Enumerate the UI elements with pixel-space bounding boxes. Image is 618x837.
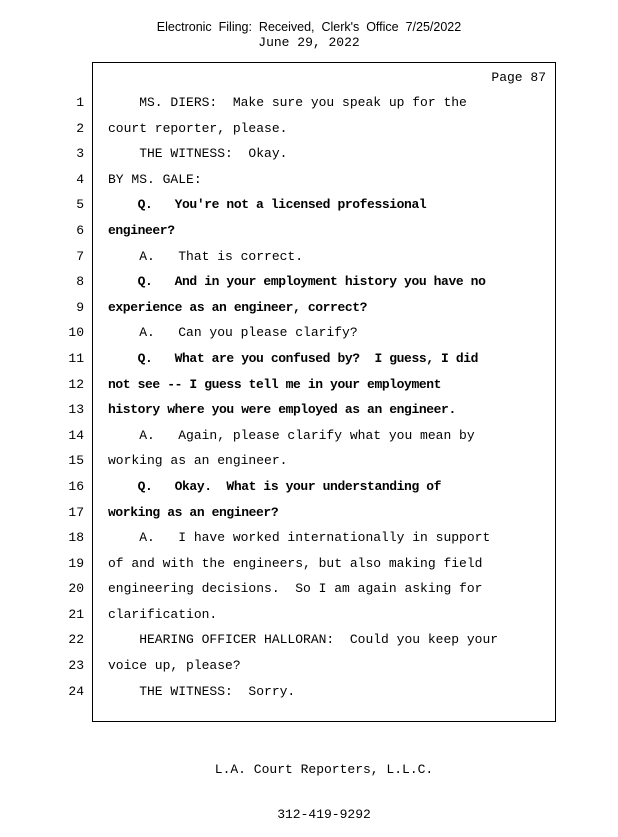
transcript-line: 17 working as an engineer?	[0, 500, 556, 526]
line-number: 12	[68, 376, 84, 392]
transcript-line: 15 working as an engineer.	[0, 448, 556, 474]
line-number: 4	[76, 171, 84, 187]
reporter-phone-number: 312-419-9292	[277, 807, 371, 822]
line-text: clarification.	[108, 606, 218, 622]
line-text: A. Again, please clarify what you mean b…	[108, 427, 475, 443]
hearing-date-text: June 29, 2022	[258, 35, 360, 50]
transcript-line: 11 Q. What are you confused by? I guess,…	[0, 346, 556, 372]
efiling-stamp-text: Electronic Filing: Received, Clerk's Off…	[156, 20, 462, 34]
transcript-line: 9 experience as an engineer, correct?	[0, 295, 556, 321]
line-number: 10	[68, 325, 84, 341]
line-text: working as an engineer.	[108, 453, 288, 469]
transcript-line: 5 Q. You're not a licensed professional	[0, 192, 556, 218]
efiling-header: Electronic Filing: Received, Clerk's Off…	[0, 20, 618, 50]
line-text: THE WITNESS: Okay.	[108, 146, 288, 162]
transcript-line: 16 Q. Okay. What is your understanding o…	[0, 474, 556, 500]
line-number: 9	[76, 299, 84, 315]
line-text: A. I have worked internationally in supp…	[108, 530, 491, 546]
line-text: A. Can you please clarify?	[108, 325, 358, 341]
line-number: 21	[68, 606, 84, 622]
transcript-line: 6 engineer?	[0, 218, 556, 244]
transcript-line: 20 engineering decisions. So I am again a…	[0, 576, 556, 602]
line-number: 6	[76, 222, 84, 238]
transcript-line: 19 of and with the engineers, but also ma…	[0, 551, 556, 577]
transcript-line: 12 not see -- I guess tell me in your emp…	[0, 372, 556, 398]
line-number: 24	[68, 683, 84, 699]
line-text: THE WITNESS: Sorry.	[108, 683, 296, 699]
transcript-line: 18 A. I have worked internationally in s…	[0, 525, 556, 551]
transcript-line: 21 clarification.	[0, 602, 556, 628]
transcript-line: 3 THE WITNESS: Okay.	[0, 141, 556, 167]
line-text: engineering decisions. So I am again ask…	[108, 581, 483, 597]
line-number: 18	[68, 530, 84, 546]
transcript-line: 7 A. That is correct.	[0, 244, 556, 270]
line-text: MS. DIERS: Make sure you speak up for th…	[108, 95, 467, 110]
line-number: 19	[68, 555, 84, 571]
transcript-line: 10 A. Can you please clarify?	[0, 320, 556, 346]
line-number: 23	[68, 658, 84, 674]
transcript-lines: 1 MS. DIERS: Make sure you speak up for …	[0, 90, 556, 704]
reporter-footer: L.A. Court Reporters, L.L.C. 312-419-929…	[92, 732, 556, 837]
line-number: 13	[68, 402, 84, 418]
line-text: voice up, please?	[108, 658, 241, 674]
line-number: 5	[76, 197, 84, 213]
line-text: court reporter, please.	[108, 120, 288, 136]
transcript-line: 2 court reporter, please.	[0, 116, 556, 142]
line-text: Q. You're not a licensed professional	[108, 197, 427, 213]
line-number: 1	[76, 95, 84, 110]
line-text: history where you were employed as an en…	[108, 402, 456, 418]
transcript-line: 22 HEARING OFFICER HALLORAN: Could you k…	[0, 627, 556, 653]
reporter-company-name: L.A. Court Reporters, L.L.C.	[214, 762, 434, 777]
line-text: not see -- I guess tell me in your emplo…	[108, 376, 442, 392]
line-text: experience as an engineer, correct?	[108, 299, 368, 315]
line-number: 20	[68, 581, 84, 597]
line-number: 14	[68, 427, 84, 443]
line-number: 8	[76, 274, 84, 290]
line-number: 2	[76, 120, 84, 136]
line-number: 22	[68, 632, 84, 648]
transcript-line: 24 THE WITNESS: Sorry.	[0, 679, 556, 705]
line-number: 7	[76, 248, 84, 264]
page-number-label: Page 87	[491, 70, 546, 85]
line-text: engineer?	[108, 222, 175, 238]
line-text: Q. What are you confused by? I guess, I …	[108, 350, 479, 366]
line-text: Q. Okay. What is your understanding of	[108, 478, 442, 494]
line-number: 16	[68, 478, 84, 494]
transcript-line: 1 MS. DIERS: Make sure you speak up for …	[0, 90, 556, 116]
line-text: HEARING OFFICER HALLORAN: Could you keep…	[108, 632, 499, 648]
line-text: Q. And in your employment history you ha…	[108, 274, 486, 290]
transcript-line: 8 Q. And in your employment history you …	[0, 269, 556, 295]
transcript-line: 4 BY MS. GALE:	[0, 167, 556, 193]
line-number: 3	[76, 146, 84, 162]
line-number: 17	[68, 504, 84, 520]
transcript-line: 23 voice up, please?	[0, 653, 556, 679]
line-text: of and with the engineers, but also maki…	[108, 555, 483, 571]
line-text: BY MS. GALE:	[108, 171, 202, 187]
line-text: A. That is correct.	[108, 248, 304, 264]
line-text: working as an engineer?	[108, 504, 279, 520]
transcript-page-border	[92, 62, 556, 722]
transcript-line: 14 A. Again, please clarify what you mea…	[0, 423, 556, 449]
transcript-line: 13 history where you were employed as an …	[0, 397, 556, 423]
line-number: 15	[68, 453, 84, 469]
line-number: 11	[68, 350, 84, 366]
